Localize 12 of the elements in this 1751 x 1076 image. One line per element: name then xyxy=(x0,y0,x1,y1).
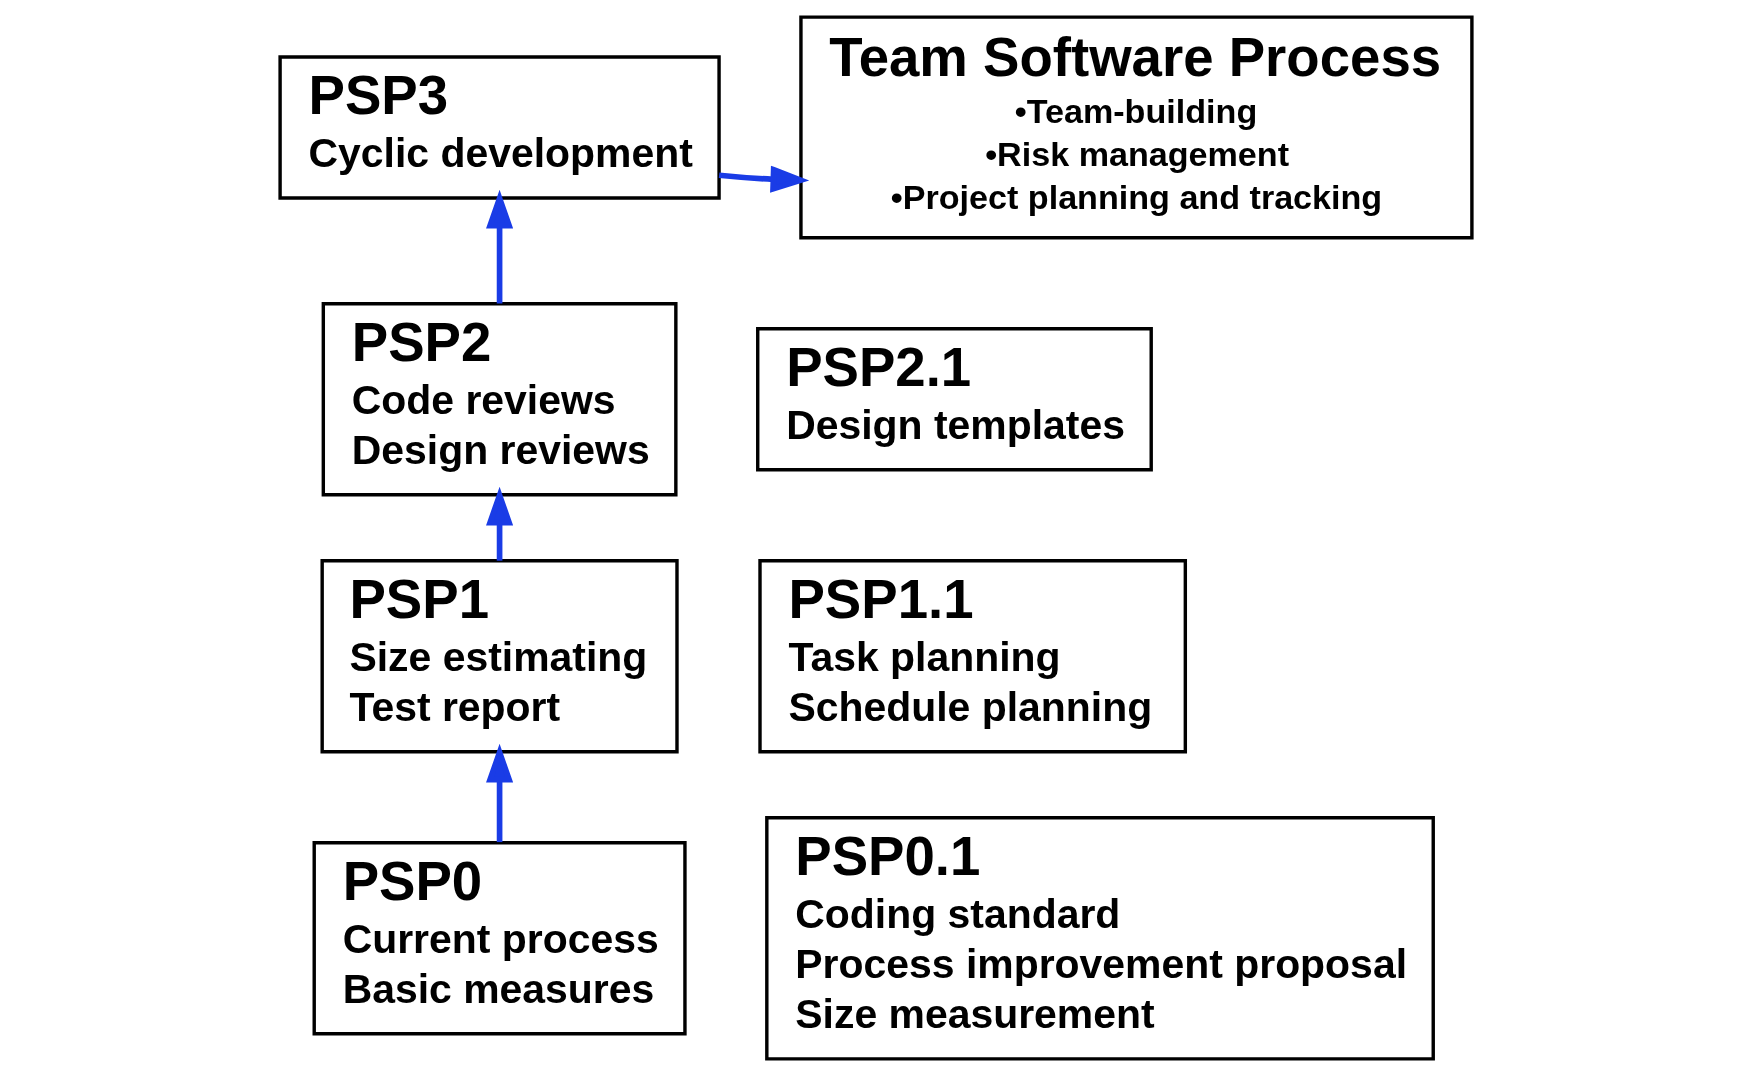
node-box: Team Software Process •Team-building •Risk management •Project planning and tracking xyxy=(798,15,1474,240)
arrow xyxy=(485,486,513,561)
arrow xyxy=(485,743,513,843)
node-box: PSP2.1 Design templates xyxy=(755,327,1153,472)
arrow xyxy=(485,189,513,304)
node-box: PSP1.1 Task planning Schedule planning xyxy=(757,559,1187,754)
node-box: PSP3 Cyclic development xyxy=(277,55,721,200)
node-box: PSP2 Code reviews Design reviews xyxy=(321,302,678,497)
node-box: PSP1 Size estimating Test report xyxy=(319,559,679,754)
node-box: PSP0 Current process Basic measures xyxy=(312,841,687,1036)
node-box: PSP0.1 Coding standard Process improvement proposal Size measurement xyxy=(764,816,1435,1061)
arrow xyxy=(718,165,809,193)
